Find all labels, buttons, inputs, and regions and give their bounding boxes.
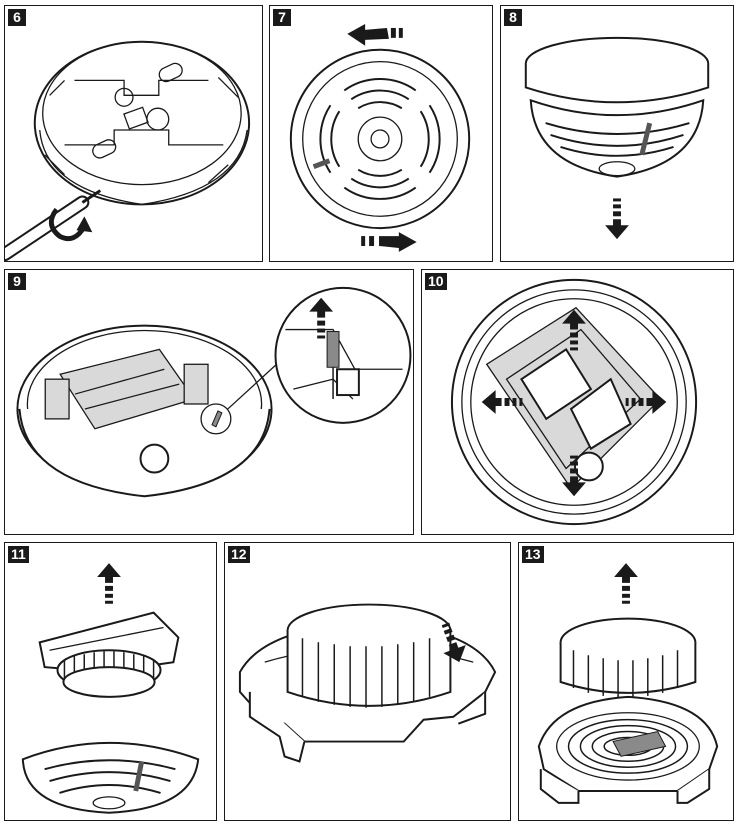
step-number-badge: 8 bbox=[504, 9, 522, 26]
step-10-panel: 10 bbox=[421, 269, 734, 535]
detector-base-illustration bbox=[33, 40, 251, 206]
rotate-left-arrow-icon bbox=[347, 23, 403, 46]
rotate-right-arrow-icon bbox=[361, 232, 417, 252]
detector-separation-illustration bbox=[524, 36, 710, 240]
battery-connector-zoom-illustration bbox=[274, 286, 412, 424]
step-number-badge: 7 bbox=[273, 9, 291, 26]
step-number-badge: 10 bbox=[425, 273, 447, 290]
step-number-badge: 9 bbox=[8, 273, 26, 290]
step-7-panel: 7 bbox=[269, 5, 493, 262]
step-11-panel: 11 bbox=[4, 542, 217, 821]
step-12-panel: 12 bbox=[224, 542, 511, 821]
rotate-arrow-icon bbox=[48, 207, 93, 242]
step-9-panel: 9 bbox=[4, 269, 414, 535]
step-number-badge: 11 bbox=[8, 546, 29, 563]
battery-holder-removal-illustration bbox=[537, 563, 719, 804]
battery-holder-insertion-illustration bbox=[238, 603, 497, 763]
step-13-panel: 13 bbox=[518, 542, 734, 821]
electronics-removal-illustration bbox=[21, 563, 200, 814]
battery-holder-top-view-illustration bbox=[450, 278, 698, 526]
screwdriver-icon bbox=[5, 189, 102, 261]
step-8-panel: 8 bbox=[500, 5, 734, 262]
step-number-badge: 6 bbox=[8, 9, 26, 26]
step-number-badge: 12 bbox=[228, 546, 250, 563]
step-6-panel: 6 bbox=[4, 5, 263, 262]
battery-compartment-illustration bbox=[16, 324, 276, 498]
step-number-badge: 13 bbox=[522, 546, 544, 563]
detector-top-view-illustration bbox=[289, 48, 471, 230]
